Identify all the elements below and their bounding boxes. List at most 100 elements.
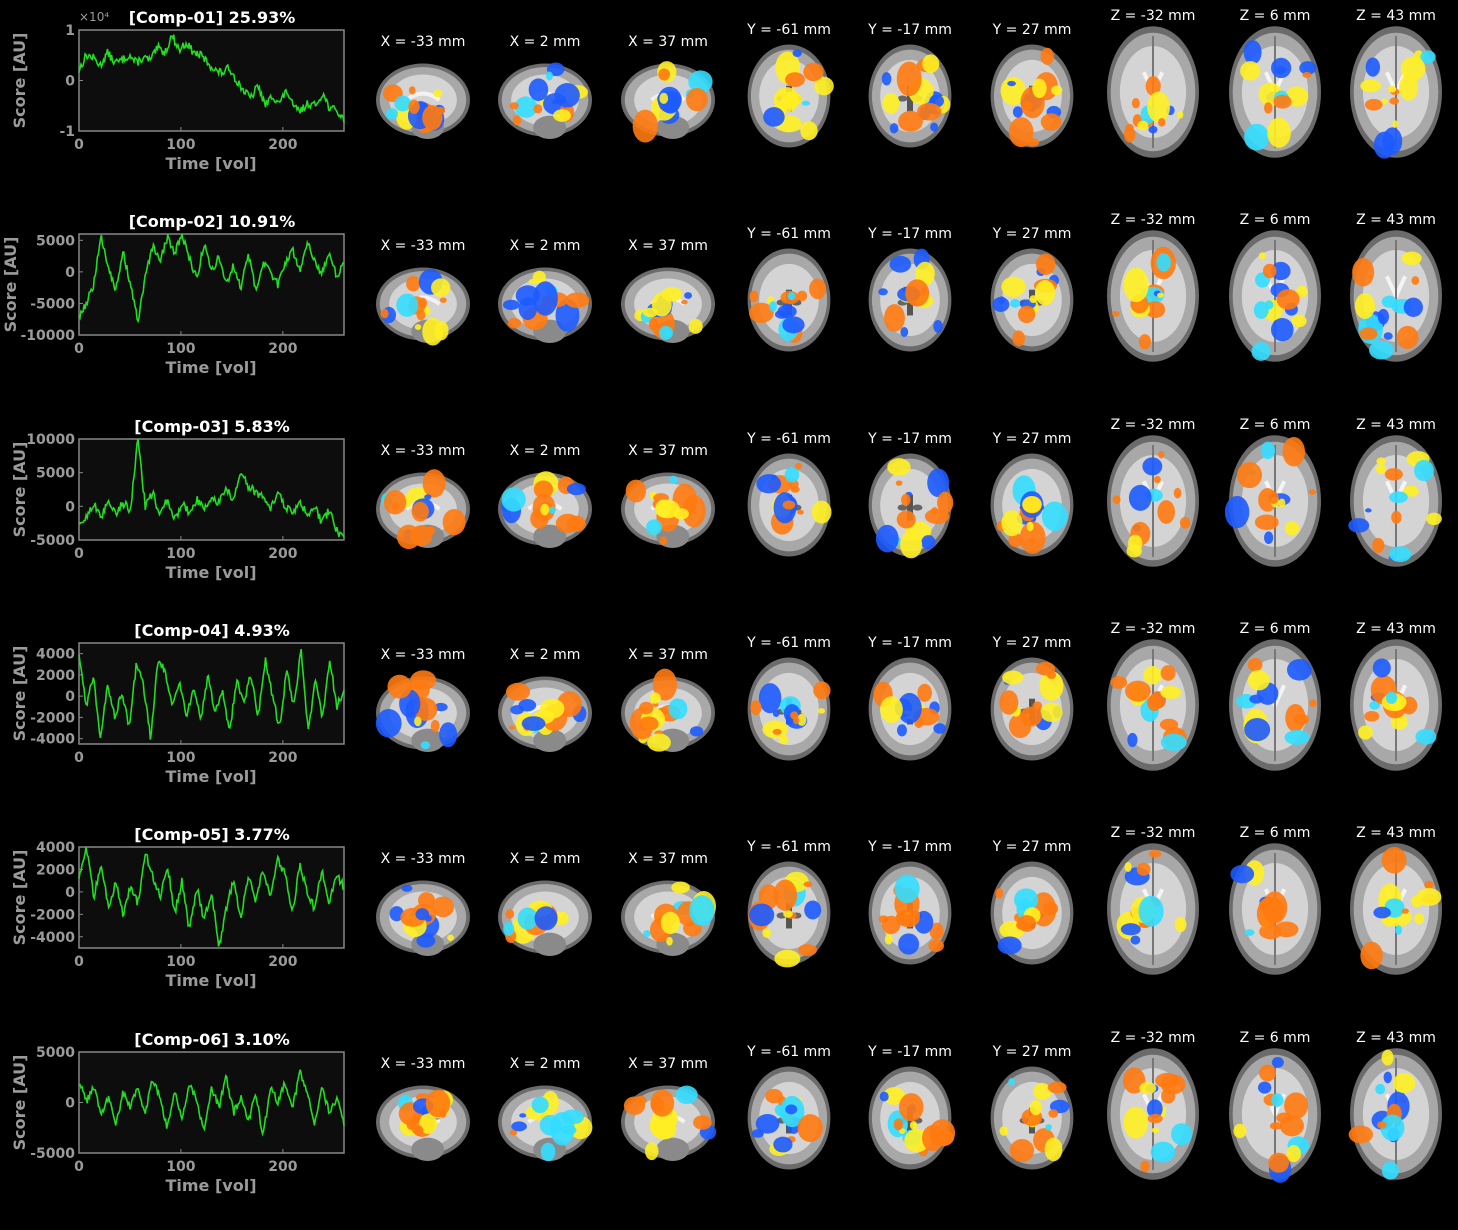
slice-label: Z = 6 mm <box>1239 620 1311 637</box>
brain-slice-coronal <box>864 449 956 561</box>
brain-slice-sagittal <box>495 52 595 148</box>
brain-slice-sagittal <box>373 256 473 352</box>
plot-area <box>78 1050 345 1154</box>
series-line <box>78 34 345 123</box>
slice-label: Z = 6 mm <box>1239 212 1311 229</box>
plot-area <box>78 29 345 132</box>
component-title: [Comp-02] 10.91% <box>129 212 296 231</box>
x-tick-label: 200 <box>268 546 297 562</box>
brain-slice-coronal <box>864 857 956 969</box>
brain-slice-axial <box>1103 22 1203 162</box>
brain-slice-sagittal <box>618 256 718 352</box>
brain-slice-axial <box>1225 22 1325 162</box>
slice-label: Z = 43 mm <box>1356 8 1436 24</box>
y-tick-label: 2000 <box>36 668 75 684</box>
brain-slice-sagittal <box>618 1074 718 1170</box>
brain-slice-sagittal <box>495 461 595 557</box>
slice-label: Y = -17 mm <box>868 226 952 243</box>
brain-slice-axial <box>1346 431 1446 571</box>
slice-label: X = 2 mm <box>509 34 581 50</box>
component-title: [Comp-03] 5.83% <box>134 417 289 436</box>
x-tick-label: 100 <box>166 341 195 357</box>
slice-label: Y = 27 mm <box>992 430 1072 447</box>
slice-label: Y = 27 mm <box>992 1043 1072 1060</box>
brain-slice-axial <box>1346 839 1446 979</box>
x-tick-label: 200 <box>268 137 297 153</box>
y-tick-label: 4000 <box>36 647 75 663</box>
brain-slice-coronal <box>743 449 835 561</box>
brain-slice-coronal <box>743 857 835 969</box>
brain-slice-sagittal <box>618 665 718 761</box>
component-title: [Comp-06] 3.10% <box>134 1030 289 1049</box>
brain-slice-sagittal <box>618 461 718 557</box>
component-title: [Comp-04] 4.93% <box>134 621 289 640</box>
slice-label: Y = -17 mm <box>868 22 952 38</box>
y-tick-label: -4000 <box>30 930 75 946</box>
component-title: [Comp-05] 3.77% <box>134 825 289 844</box>
brain-slice-axial <box>1103 226 1203 366</box>
slice-label: Z = -32 mm <box>1110 1029 1196 1046</box>
slice-label: Z = -32 mm <box>1110 416 1196 433</box>
brain-slice-axial <box>1225 431 1325 571</box>
slice-label: X = 37 mm <box>628 238 708 255</box>
brain-slice-sagittal <box>495 869 595 965</box>
slice-label: Z = -32 mm <box>1110 212 1196 229</box>
brain-slice-axial <box>1346 226 1446 366</box>
slice-label: X = 2 mm <box>509 1055 581 1072</box>
x-tick-label: 0 <box>74 137 84 153</box>
x-tick-label: 0 <box>74 341 84 357</box>
slice-label: X = -33 mm <box>380 238 466 255</box>
y-tick-label: 0 <box>65 689 75 705</box>
y-tick-label: 5000 <box>36 234 75 250</box>
brain-slice-sagittal <box>373 869 473 965</box>
x-axis-label: Time [vol] <box>165 767 256 786</box>
slice-label: X = -33 mm <box>380 851 466 868</box>
series-line <box>78 1069 345 1137</box>
component-title: [Comp-01] 25.93% <box>129 8 296 27</box>
slice-label: Z = -32 mm <box>1110 8 1196 24</box>
brain-slice-axial <box>1103 839 1203 979</box>
plot-area <box>78 233 345 337</box>
series-line <box>78 234 344 324</box>
brain-slice-coronal <box>743 40 835 152</box>
slice-label: Z = 6 mm <box>1239 8 1311 24</box>
brain-slice-sagittal <box>373 665 473 761</box>
slice-label: Z = 43 mm <box>1356 416 1436 433</box>
brain-slice-axial <box>1346 1044 1446 1184</box>
brain-slice-axial <box>1225 1044 1325 1184</box>
y-axis-label: Score [AU] <box>1 237 20 333</box>
x-tick-label: 0 <box>74 546 84 562</box>
y-tick-label: 0 <box>65 1095 75 1111</box>
slice-label: X = 2 mm <box>509 442 581 459</box>
slice-label: Y = -61 mm <box>747 22 831 38</box>
brain-slice-coronal <box>986 1062 1078 1174</box>
series-line <box>78 438 345 538</box>
series-line <box>78 847 345 947</box>
brain-slice-sagittal <box>618 52 718 148</box>
brain-slice-coronal <box>864 40 956 152</box>
brain-slice-axial <box>1346 635 1446 775</box>
x-tick-label: 0 <box>74 954 84 970</box>
y-tick-label: -2000 <box>30 908 75 924</box>
y-tick-label: -1 <box>59 124 75 140</box>
y-tick-label: -4000 <box>30 732 75 748</box>
slice-label: X = -33 mm <box>380 1055 466 1072</box>
y-tick-label: -5000 <box>30 533 75 549</box>
brain-slice-coronal <box>986 40 1078 152</box>
slice-label: Y = 27 mm <box>992 226 1072 243</box>
y-tick-label: 10000 <box>26 432 75 448</box>
brain-slice-coronal <box>743 653 835 765</box>
x-tick-label: 0 <box>74 750 84 766</box>
y-tick-label: -5000 <box>30 1146 75 1162</box>
slice-label: X = 37 mm <box>628 851 708 868</box>
y-tick-label: 0 <box>65 265 75 281</box>
y-axis-label: Score [AU] <box>10 1054 29 1150</box>
slice-label: Z = 43 mm <box>1356 212 1436 229</box>
